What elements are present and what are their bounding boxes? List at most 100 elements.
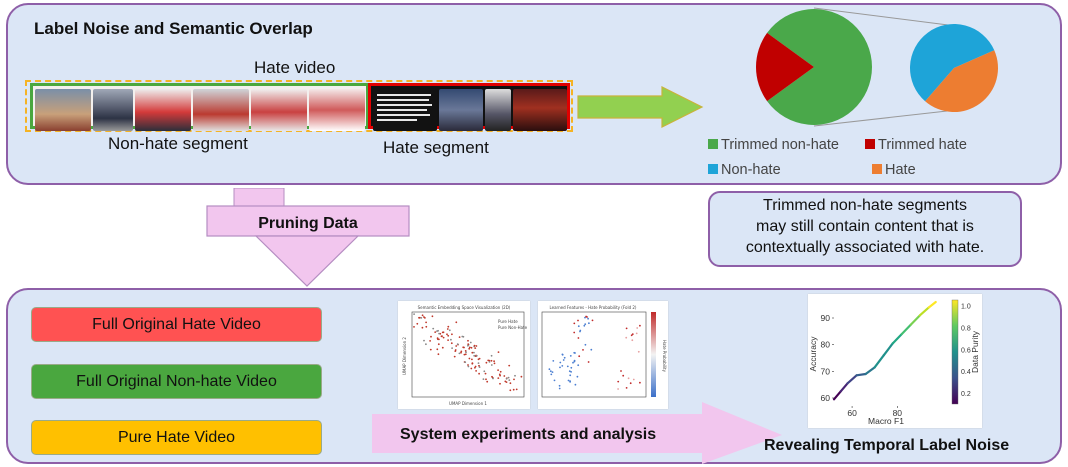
- scatter-point: [617, 388, 619, 390]
- scatter-point: [508, 364, 511, 367]
- scatter-point: [637, 350, 640, 353]
- scatter-point: [465, 351, 467, 354]
- full-nonhate-video-button[interactable]: Full Original Non-hate Video: [31, 364, 322, 399]
- legend-swatch: [708, 139, 718, 149]
- scatter-point: [416, 322, 419, 325]
- pure-hate-video-button[interactable]: Pure Hate Video: [31, 420, 322, 455]
- line-segment: [900, 323, 912, 336]
- scatter-point: [460, 350, 463, 353]
- scatter-point: [573, 351, 576, 354]
- scatter-point: [473, 351, 475, 354]
- scatter-point: [577, 337, 580, 339]
- scatter-point: [441, 335, 443, 338]
- nonhate-segment-label: Non-hate segment: [108, 134, 248, 153]
- scatter-point: [561, 365, 564, 367]
- line-segment: [832, 390, 842, 401]
- line-segment: [927, 300, 937, 309]
- scatter-point: [467, 365, 470, 368]
- scatter-point: [488, 361, 491, 363]
- y-tick-label: 90: [821, 313, 831, 323]
- video-frame-thumbnail: [485, 89, 511, 131]
- experiments-right-arrow: [372, 402, 782, 464]
- legend-swatch: [708, 164, 718, 174]
- scatter-point: [413, 313, 415, 315]
- scatter-point: [514, 374, 516, 377]
- scatter-point: [513, 378, 515, 381]
- top-panel-title: Label Noise and Semantic Overlap: [34, 19, 313, 38]
- scatter-point: [477, 358, 480, 361]
- legend-label: Trimmed non-hate: [721, 137, 839, 153]
- video-frame-thumbnail: [35, 89, 91, 131]
- scatter-point: [418, 316, 421, 319]
- scatter-point: [587, 361, 590, 363]
- scatter-thumb-legend: Pure Non-Hate: [498, 325, 528, 330]
- prob-thumb-title: Learned Features - Hate Probability (Fol…: [549, 305, 636, 310]
- scatter-point: [515, 388, 518, 391]
- full-hate-video-button[interactable]: Full Original Hate Video: [31, 307, 322, 342]
- scatter-point: [475, 354, 478, 357]
- scatter-point: [577, 325, 580, 328]
- scatter-point: [451, 333, 453, 336]
- hate-frames: [368, 83, 570, 131]
- scatter-point: [454, 350, 457, 352]
- video-frame-thumbnail: [373, 89, 437, 131]
- scatter-point: [631, 333, 634, 335]
- scatter-point: [620, 370, 622, 372]
- colorbar-tick-label: 1.0: [961, 303, 971, 310]
- scatter-point: [639, 324, 641, 327]
- legend-item-trimmed-nonhate: Trimmed non-hate: [708, 137, 839, 153]
- y-axis-label: Accuracy: [808, 336, 818, 372]
- legend-swatch: [872, 164, 882, 174]
- scatter-point: [582, 349, 584, 351]
- scatter-point: [485, 361, 488, 364]
- scatter-point: [474, 366, 476, 369]
- line-segment: [855, 372, 867, 377]
- scatter-point: [639, 381, 641, 384]
- scatter-point: [421, 314, 424, 317]
- scatter-point: [473, 354, 476, 357]
- scatter-point: [462, 346, 465, 349]
- scatter-point: [551, 371, 554, 373]
- scatter-point: [490, 364, 493, 366]
- scatter-point: [553, 379, 556, 382]
- scatter-point: [463, 353, 466, 356]
- scatter-point: [436, 337, 439, 340]
- scatter-point: [475, 345, 478, 347]
- scatter-point: [458, 352, 461, 355]
- embedding-scatter-thumbnail: Semantic Embedding Space Visualization (…: [398, 301, 530, 409]
- line-segment: [873, 354, 885, 369]
- experiments-label: System experiments and analysis: [400, 426, 657, 443]
- video-frame-thumbnail: [439, 89, 483, 131]
- scatter-point: [584, 343, 587, 346]
- scatter-point: [442, 336, 445, 339]
- scatter-point: [429, 340, 431, 342]
- scatter-point: [548, 368, 551, 371]
- scatter-point: [625, 327, 628, 330]
- scatter-point: [474, 347, 477, 349]
- scatter-point: [584, 316, 586, 319]
- scatter-point: [448, 329, 451, 332]
- colorbar-tick-label: 0.2: [961, 391, 971, 398]
- scatter-point: [559, 361, 562, 364]
- scatter-point: [423, 339, 425, 342]
- colorbar-tick-label: 0.4: [961, 369, 971, 376]
- line-segment: [891, 332, 903, 345]
- scatter-point: [492, 377, 494, 380]
- scatter-point: [450, 338, 452, 341]
- hate-video-label: Hate video: [254, 58, 336, 77]
- video-frame-thumbnail: [251, 89, 307, 131]
- green-right-arrow: [577, 86, 704, 128]
- scatter-point: [635, 332, 638, 335]
- scatter-point: [574, 383, 577, 386]
- colorbar-label: Data Purity: [970, 330, 980, 373]
- scatter-point: [456, 343, 459, 346]
- scatter-point: [447, 325, 450, 328]
- scatter-point: [499, 370, 502, 373]
- legend-label: Non-hate: [721, 162, 781, 178]
- scatter-point: [478, 366, 481, 368]
- scatter-point: [451, 347, 453, 349]
- scatter-point: [617, 380, 620, 383]
- scatter-point: [512, 388, 515, 391]
- video-frame-thumbnail: [93, 89, 133, 131]
